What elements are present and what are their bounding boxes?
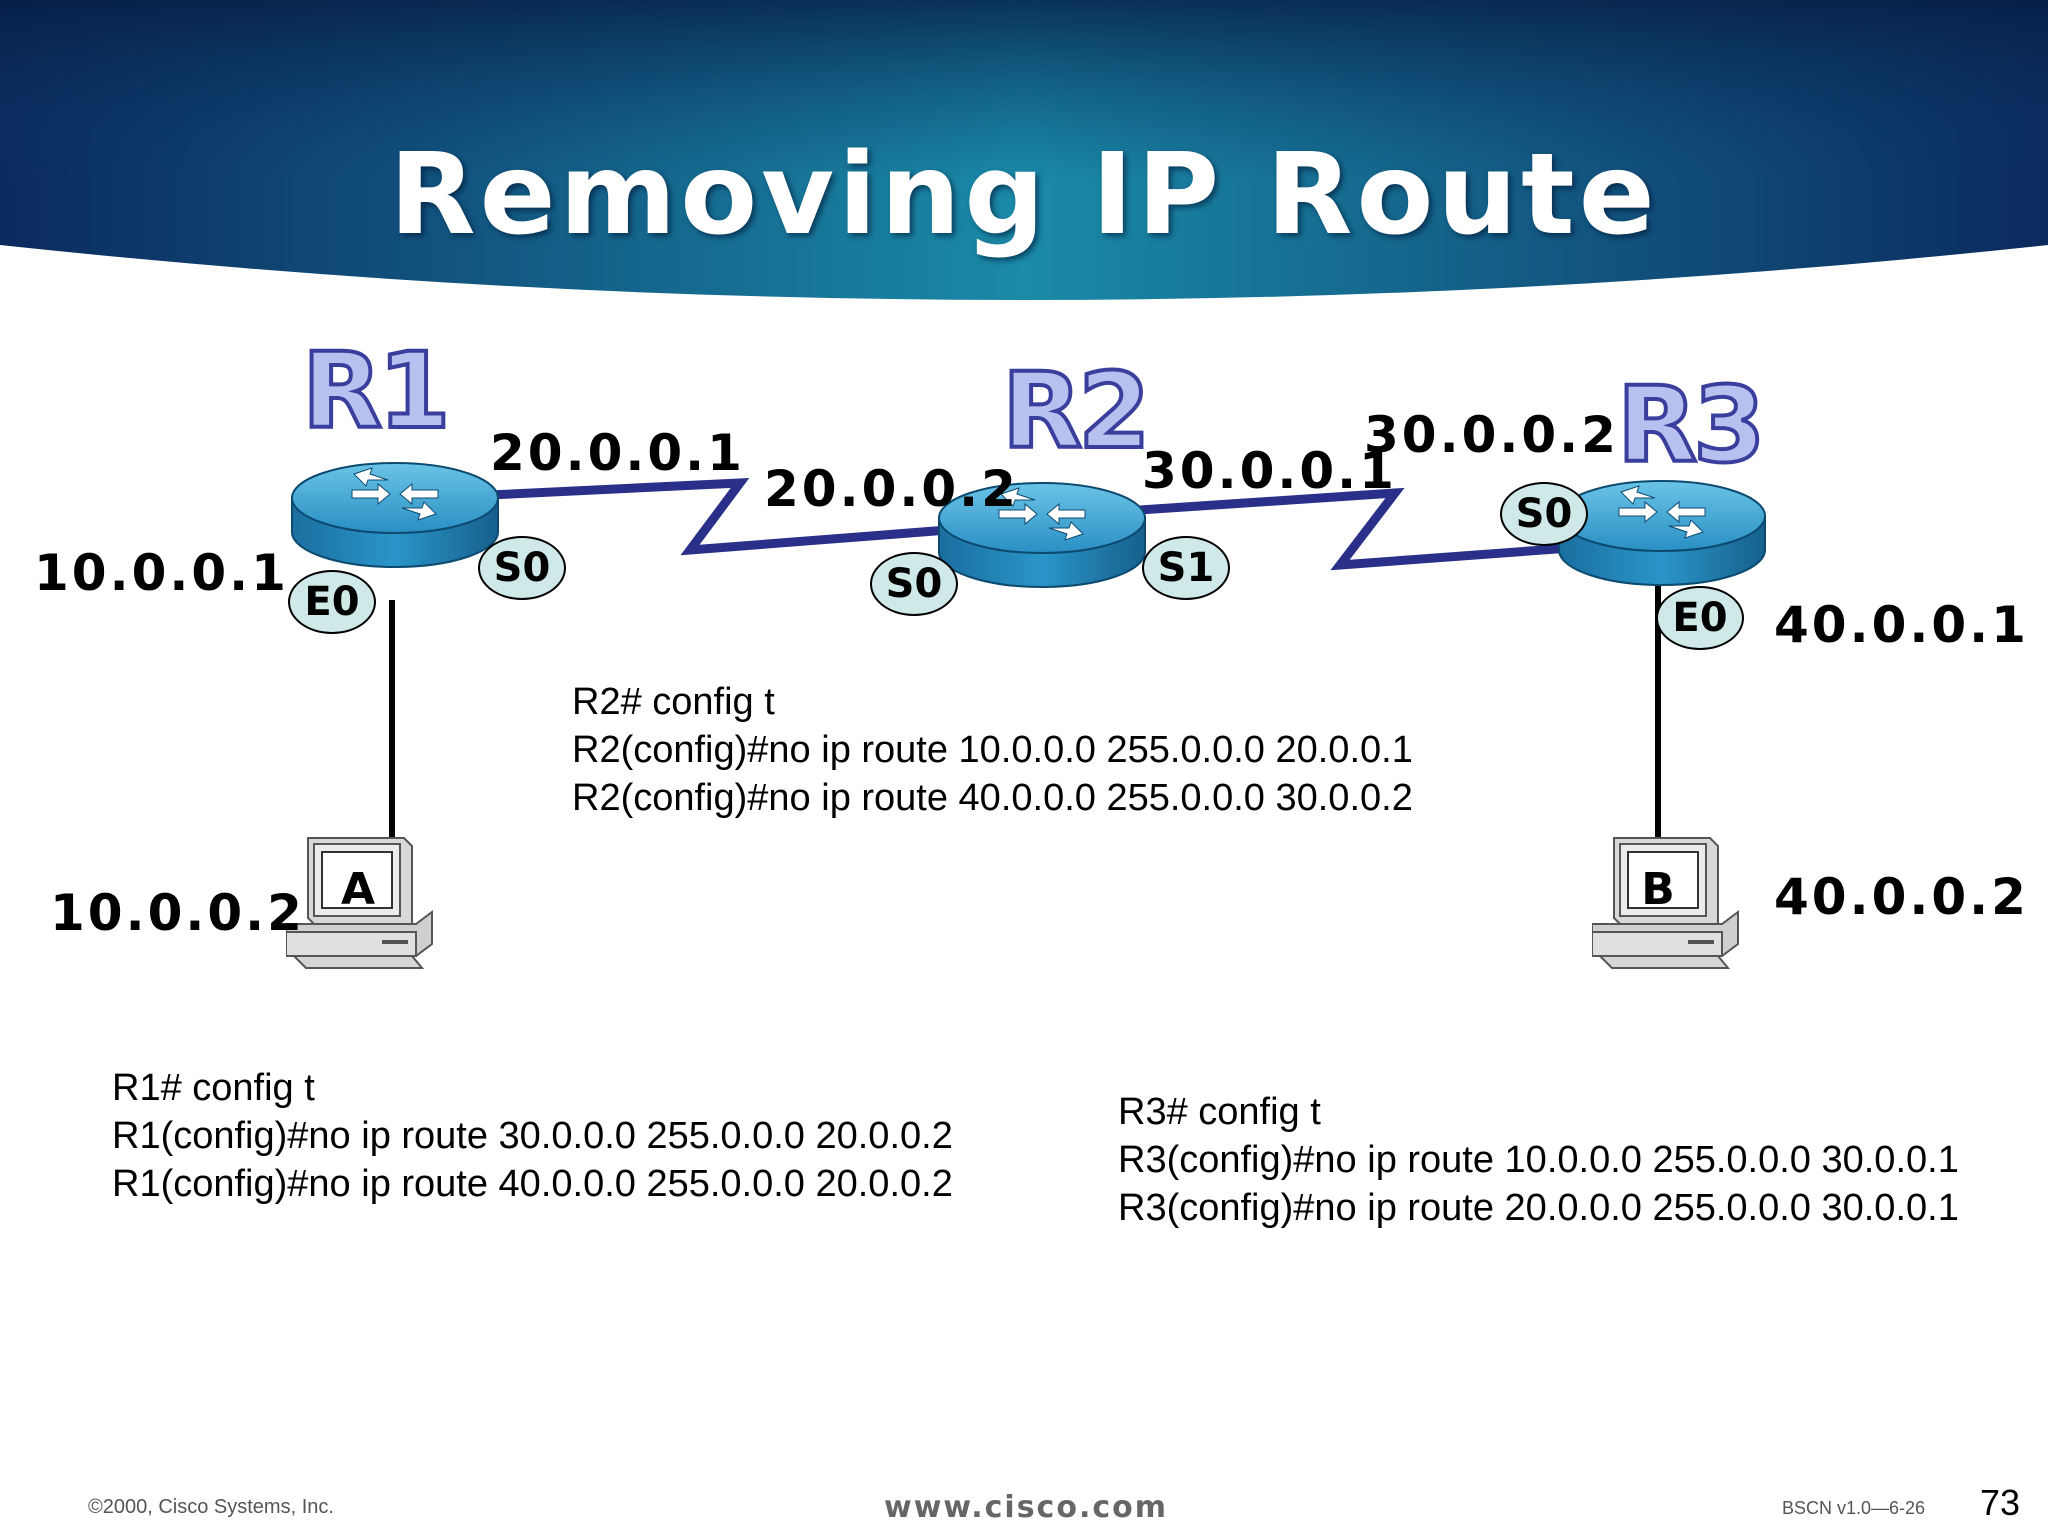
footer-url: www.cisco.com <box>884 1490 1168 1525</box>
r3-command-line: R3(config)#no ip route 20.0.0.0 255.0.0.… <box>1118 1187 1959 1229</box>
host-a-ip: 10.0.0.2 <box>50 884 305 942</box>
r2-command-block: R2# config t R2(config)#no ip route 10.0… <box>572 678 1413 822</box>
footer-copyright: ©2000, Cisco Systems, Inc. <box>88 1496 334 1518</box>
r2-s0-ip: 20.0.0.2 <box>764 460 1019 518</box>
r3-s0-ip: 30.0.0.2 <box>1364 406 1619 464</box>
r1-command-block: R1# config t R1(config)#no ip route 30.0… <box>112 1064 953 1208</box>
host-b-label: B <box>1641 864 1675 915</box>
r1-e0-interface: E0 <box>288 570 376 634</box>
r2-s0-interface: S0 <box>870 552 958 616</box>
router-r2-name: R2 <box>1000 348 1152 474</box>
host-b-ip: 40.0.0.2 <box>1774 868 2029 926</box>
host-b-icon: B <box>1592 837 1739 969</box>
r2-command-line: R2(config)#no ip route 40.0.0.0 255.0.0.… <box>572 777 1413 819</box>
router-r1-icon <box>291 462 499 568</box>
r1-s0-ip: 20.0.0.1 <box>490 424 745 482</box>
r2-command-line: R2# config t <box>572 681 775 723</box>
footer-course-code: BSCN v1.0—6-26 <box>1782 1498 1926 1518</box>
r2-s1-ip: 30.0.0.1 <box>1142 442 1397 500</box>
r1-command-line: R1(config)#no ip route 40.0.0.0 255.0.0.… <box>112 1163 953 1205</box>
r3-command-block: R3# config t R3(config)#no ip route 10.0… <box>1118 1088 1959 1232</box>
r3-e0-interface: E0 <box>1656 586 1744 650</box>
r3-s0-interface: S0 <box>1500 482 1588 546</box>
r2-s1-interface: S1 <box>1142 536 1230 600</box>
serial-link-r2-r3 <box>1139 487 1571 571</box>
r1-s0-interface: S0 <box>478 536 566 600</box>
serial-link-r1-r2 <box>489 478 949 556</box>
title-banner <box>0 0 2048 300</box>
router-r1-name: R1 <box>300 328 452 454</box>
router-r3-icon <box>1558 480 1766 586</box>
slide-title: Removing IP Route <box>389 130 1659 260</box>
r3-command-line: R3# config t <box>1118 1091 1321 1133</box>
r3-command-line: R3(config)#no ip route 10.0.0.0 255.0.0.… <box>1118 1139 1959 1181</box>
host-a-icon: A <box>286 837 433 969</box>
host-a-label: A <box>341 864 375 915</box>
page-number: 73 <box>1980 1482 2021 1523</box>
r1-command-line: R1# config t <box>112 1067 315 1109</box>
r3-e0-ip: 40.0.0.1 <box>1774 596 2029 654</box>
r1-e0-ip: 10.0.0.1 <box>34 544 289 602</box>
r2-command-line: R2(config)#no ip route 10.0.0.0 255.0.0.… <box>572 729 1413 771</box>
r1-command-line: R1(config)#no ip route 30.0.0.0 255.0.0.… <box>112 1115 953 1157</box>
router-r3-name: R3 <box>1615 362 1767 488</box>
